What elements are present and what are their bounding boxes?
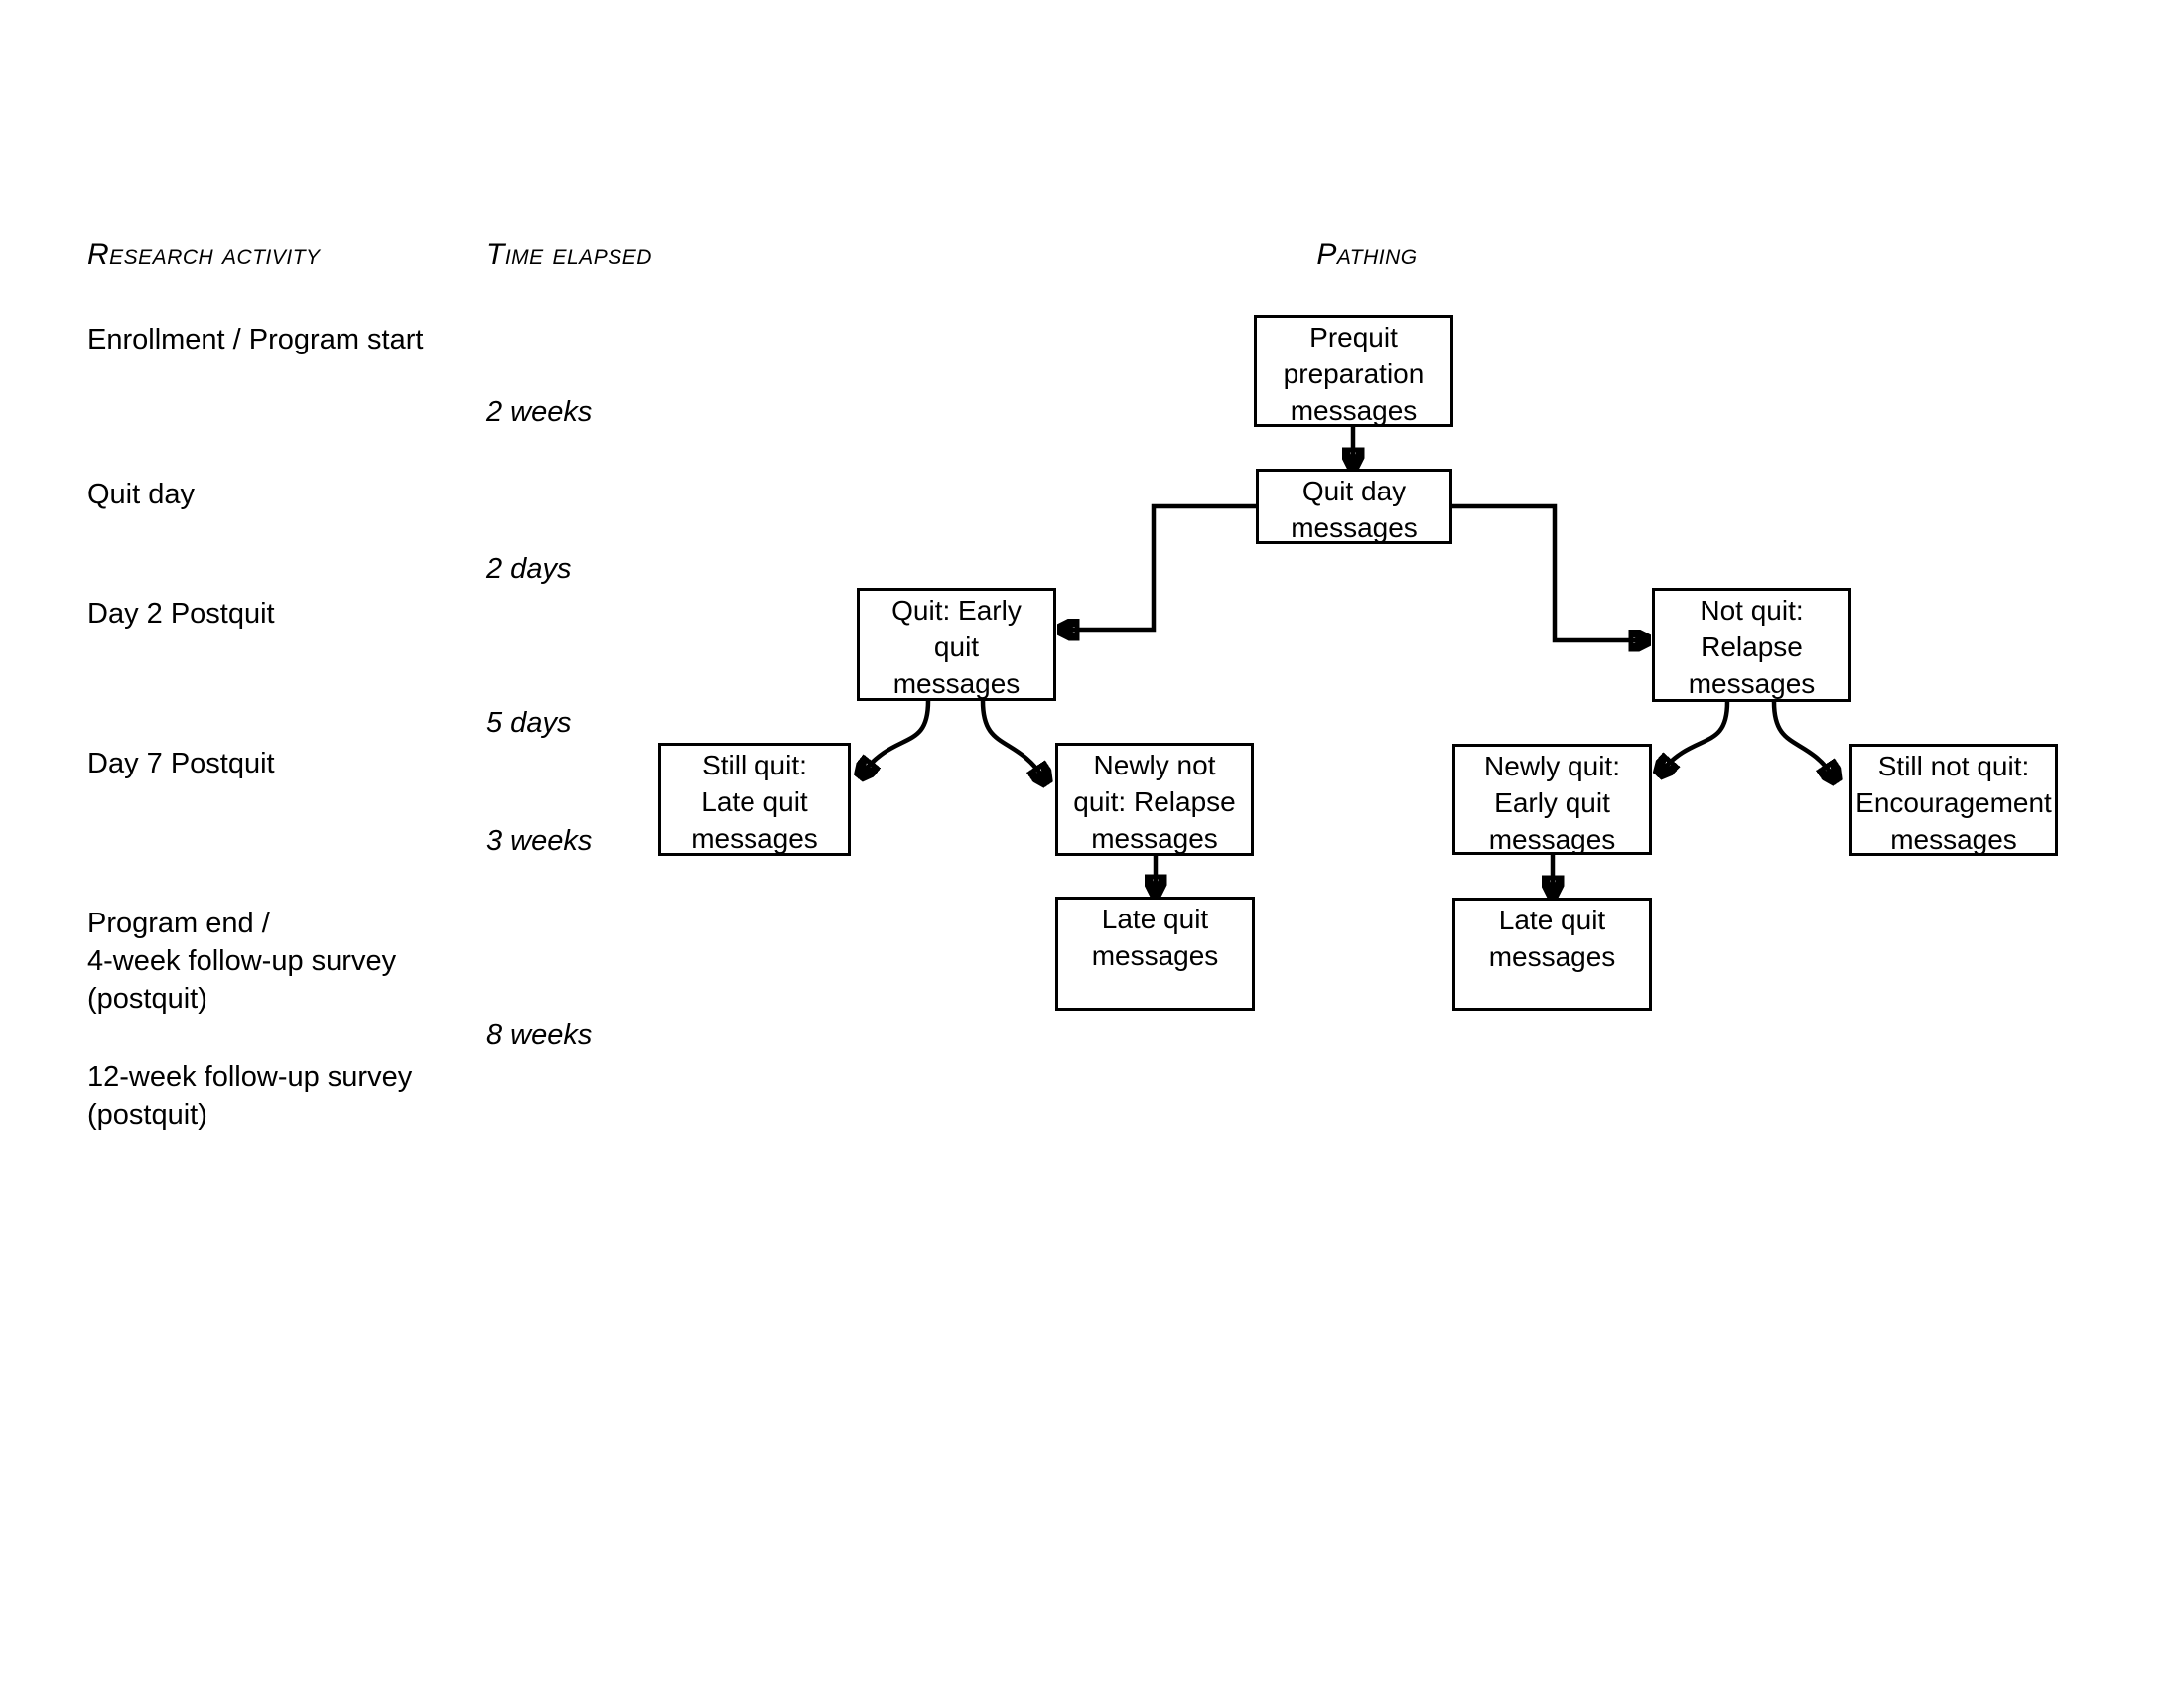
time-elapsed-item: 5 days [486,707,572,739]
column-header-time-elapsed: Time elapsed [486,238,652,271]
time-elapsed-item: 2 days [486,553,572,585]
edge-quit-early-to-still-quit [864,700,931,772]
research-activity-item: 12-week follow-up survey (postquit) [87,1061,413,1131]
flow-node-newly-not-quit: Newly not quit: Relapse messages [1055,743,1254,856]
flow-node-late-quit-left: Late quit messages [1055,897,1255,1011]
flow-node-quit-early: Quit: Early quit messages [857,588,1056,701]
research-activity-item: Program end / 4-week follow-up survey (p… [87,908,397,1015]
flow-node-not-quit: Not quit: Relapse messages [1652,588,1851,702]
time-elapsed-item: 3 weeks [486,825,593,857]
edge-not-quit-to-still-not-quit [1771,701,1833,775]
edge-quit-day-to-quit-early [1066,503,1256,630]
edge-quit-early-to-newly-not-quit [980,700,1043,777]
research-activity-item: Day 7 Postquit [87,748,275,779]
research-activity-item: Day 2 Postquit [87,598,275,630]
time-elapsed-item: 2 weeks [486,396,593,428]
flow-node-quit-day: Quit day messages [1256,469,1452,544]
flow-node-prequit: Prequit preparation messages [1254,315,1453,427]
flow-node-late-quit-right: Late quit messages [1452,898,1652,1011]
flow-node-still-not-quit: Still not quit: Encouragement messages [1849,744,2058,856]
column-header-pathing: Pathing [1316,238,1418,271]
edge-quit-day-to-not-quit [1452,503,1642,640]
time-elapsed-item: 8 weeks [486,1019,593,1051]
edge-not-quit-to-newly-quit [1663,701,1730,770]
research-activity-item: Enrollment / Program start [87,324,424,355]
research-activity-item: Quit day [87,479,195,510]
column-header-research-activity: Research activity [87,238,321,271]
flow-node-newly-quit: Newly quit: Early quit messages [1452,744,1652,855]
flow-node-still-quit: Still quit: Late quit messages [658,743,851,856]
